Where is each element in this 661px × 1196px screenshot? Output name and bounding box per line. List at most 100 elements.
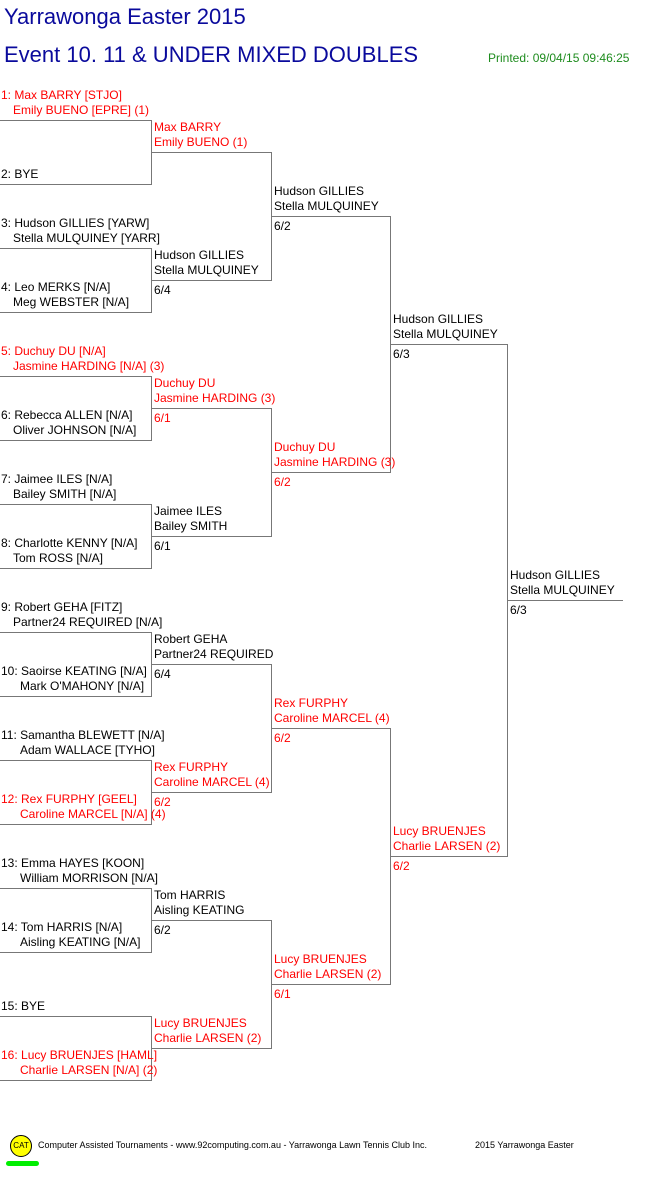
draw-line xyxy=(0,312,152,313)
winner-player1: Max BARRY xyxy=(154,120,222,134)
entry-player1: 8: Charlotte KENNY [N/A] xyxy=(1,536,138,550)
entry-player2: Emily BUENO [EPRE] (1) xyxy=(13,103,150,117)
entry-player2: Partner24 REQUIRED [N/A] xyxy=(13,615,163,629)
winner-player2: Stella MULQUINEY xyxy=(154,263,259,277)
winner-player2: Caroline MARCEL (4) xyxy=(154,775,270,789)
winner-player2: Jasmine HARDING (3) xyxy=(274,455,396,469)
draw-line xyxy=(272,728,391,729)
winner-player2: Stella MULQUINEY xyxy=(393,327,498,341)
entry-player1: 11: Samantha BLEWETT [N/A] xyxy=(1,728,165,742)
draw-line xyxy=(391,856,508,857)
draw-line xyxy=(0,568,152,569)
entry-player2: Caroline MARCEL [N/A] (4) xyxy=(20,807,166,821)
entry-player1: 5: Duchuy DU [N/A] xyxy=(1,344,106,358)
entry-player2: Stella MULQUINEY [YARR] xyxy=(13,231,160,245)
winner-player2: Stella MULQUINEY xyxy=(274,199,379,213)
draw-connector xyxy=(151,504,152,569)
draw-connector xyxy=(151,376,152,441)
match-score: 6/2 xyxy=(393,859,410,873)
winner-player2: Partner24 REQUIRED xyxy=(154,647,274,661)
draw-line xyxy=(152,280,272,281)
draw-line xyxy=(272,216,391,217)
entry-player1: 13: Emma HAYES [KOON] xyxy=(1,856,145,870)
draw-line xyxy=(391,344,508,345)
draw-line xyxy=(0,504,152,505)
draw-line xyxy=(0,696,152,697)
match-score: 6/2 xyxy=(274,475,291,489)
match-score: 6/4 xyxy=(154,667,171,681)
winner-player2: Charlie LARSEN (2) xyxy=(274,967,382,981)
logo-underline xyxy=(6,1161,39,1166)
match-score: 6/2 xyxy=(274,731,291,745)
draw-line xyxy=(0,440,152,441)
entry-player2: Mark O'MAHONY [N/A] xyxy=(20,679,145,693)
draw-line xyxy=(0,632,152,633)
winner-player2: Stella MULQUINEY xyxy=(510,583,615,597)
event-title: Event 10. 11 & UNDER MIXED DOUBLES xyxy=(4,42,419,67)
winner-player1: Lucy BRUENJES xyxy=(154,1016,247,1030)
draw-line xyxy=(0,376,152,377)
entry-player2: Charlie LARSEN [N/A] (2) xyxy=(20,1063,158,1077)
winner-player1: Hudson GILLIES xyxy=(274,184,365,198)
winner-player1: Hudson GILLIES xyxy=(393,312,484,326)
draw-line xyxy=(0,952,152,953)
draw-line xyxy=(272,984,391,985)
winner-player1: Lucy BRUENJES xyxy=(274,952,367,966)
match-score: 6/1 xyxy=(154,411,171,425)
draw-line xyxy=(152,536,272,537)
winner-player1: Duchuy DU xyxy=(274,440,336,454)
draw-connector xyxy=(507,344,508,857)
entry-player1: 4: Leo MERKS [N/A] xyxy=(1,280,111,294)
footer-credit: Computer Assisted Tournaments - www.92co… xyxy=(38,1140,428,1150)
draw-line xyxy=(152,792,272,793)
match-score: 6/2 xyxy=(274,219,291,233)
entry-player1: 3: Hudson GILLIES [YARW] xyxy=(1,216,150,230)
entry-player1: 10: Saoirse KEATING [N/A] xyxy=(1,664,147,678)
entry-player2: Bailey SMITH [N/A] xyxy=(13,487,117,501)
winner-player1: Robert GEHA xyxy=(154,632,228,646)
printed-timestamp: Printed: 09/04/15 09:46:25 xyxy=(488,51,630,65)
entry-bye: 2: BYE xyxy=(1,167,39,181)
winner-player2: Charlie LARSEN (2) xyxy=(393,839,501,853)
draw-connector xyxy=(271,152,272,281)
winner-player2: Aisling KEATING xyxy=(154,903,245,917)
draw-line xyxy=(0,184,152,185)
match-score: 6/3 xyxy=(393,347,410,361)
draw-connector xyxy=(151,760,152,825)
winner-player2: Caroline MARCEL (4) xyxy=(274,711,390,725)
draw-line xyxy=(0,760,152,761)
entry-player2: Tom ROSS [N/A] xyxy=(13,551,104,565)
match-score: 6/2 xyxy=(154,795,171,809)
draw-line xyxy=(272,472,391,473)
winner-player1: Hudson GILLIES xyxy=(154,248,245,262)
winner-player1: Tom HARRIS xyxy=(154,888,226,902)
match-score: 6/4 xyxy=(154,283,171,297)
match-score: 6/1 xyxy=(154,539,171,553)
draw-connector xyxy=(151,888,152,953)
entry-player1: 9: Robert GEHA [FITZ] xyxy=(1,600,123,614)
draw-line xyxy=(152,1048,272,1049)
winner-player1: Rex FURPHY xyxy=(274,696,349,710)
draw-connector xyxy=(151,248,152,313)
winner-player1: Duchuy DU xyxy=(154,376,216,390)
tournament-title: Yarrawonga Easter 2015 xyxy=(4,4,246,29)
entry-player1: 16: Lucy BRUENJES [HAML] xyxy=(1,1048,158,1062)
draw-line xyxy=(0,888,152,889)
winner-player1: Hudson GILLIES xyxy=(510,568,601,582)
draw-line xyxy=(152,664,272,665)
draw-connector xyxy=(151,1016,152,1081)
entry-player2: Aisling KEATING [N/A] xyxy=(20,935,141,949)
winner-player2: Emily BUENO (1) xyxy=(154,135,248,149)
entry-player1: 7: Jaimee ILES [N/A] xyxy=(1,472,113,486)
match-score: 6/3 xyxy=(510,603,527,617)
entry-player2: Meg WEBSTER [N/A] xyxy=(13,295,130,309)
winner-player1: Jaimee ILES xyxy=(154,504,223,518)
entry-player1: 6: Rebecca ALLEN [N/A] xyxy=(1,408,133,422)
draw-connector xyxy=(151,120,152,185)
draw-connector xyxy=(390,216,391,473)
draw-line xyxy=(152,920,272,921)
draw-line xyxy=(508,600,623,601)
draw-line xyxy=(152,408,272,409)
entry-player2: William MORRISON [N/A] xyxy=(20,871,158,885)
